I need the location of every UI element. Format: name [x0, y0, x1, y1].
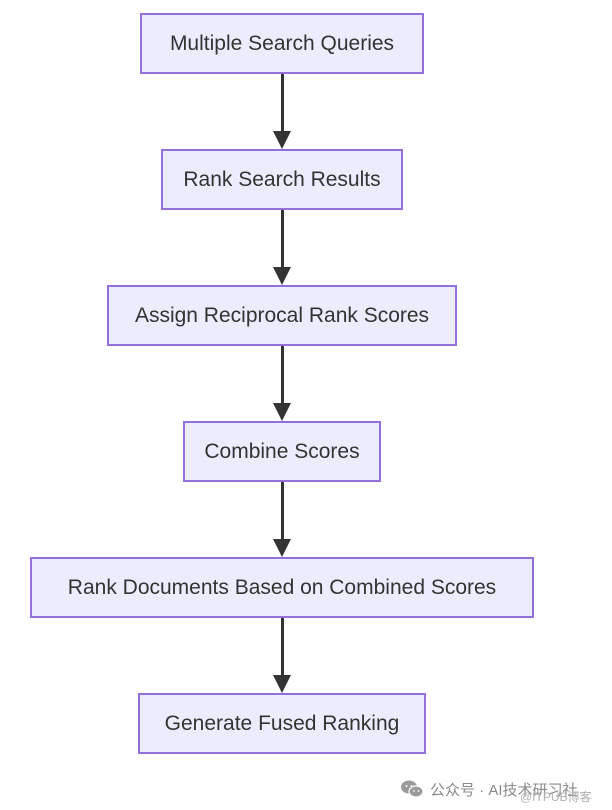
node-combine-scores: Combine Scores [183, 421, 381, 482]
node-multiple-search-queries: Multiple Search Queries [140, 13, 424, 74]
node-rank-documents-based-on-combined-scores: Rank Documents Based on Combined Scores [30, 557, 534, 618]
watermark-text: 公众号 · AI技术研习社 [430, 781, 578, 799]
node-generate-fused-ranking: Generate Fused Ranking [138, 693, 426, 754]
wechat-icon [401, 780, 424, 798]
node-rank-search-results: Rank Search Results [161, 149, 403, 210]
watermark: 公众号 · AI技术研习社 @ITPUB博客 [400, 776, 592, 804]
node-assign-reciprocal-rank-scores: Assign Reciprocal Rank Scores [107, 285, 457, 346]
watermark-subtext: @ITPUB博客 [520, 790, 592, 804]
